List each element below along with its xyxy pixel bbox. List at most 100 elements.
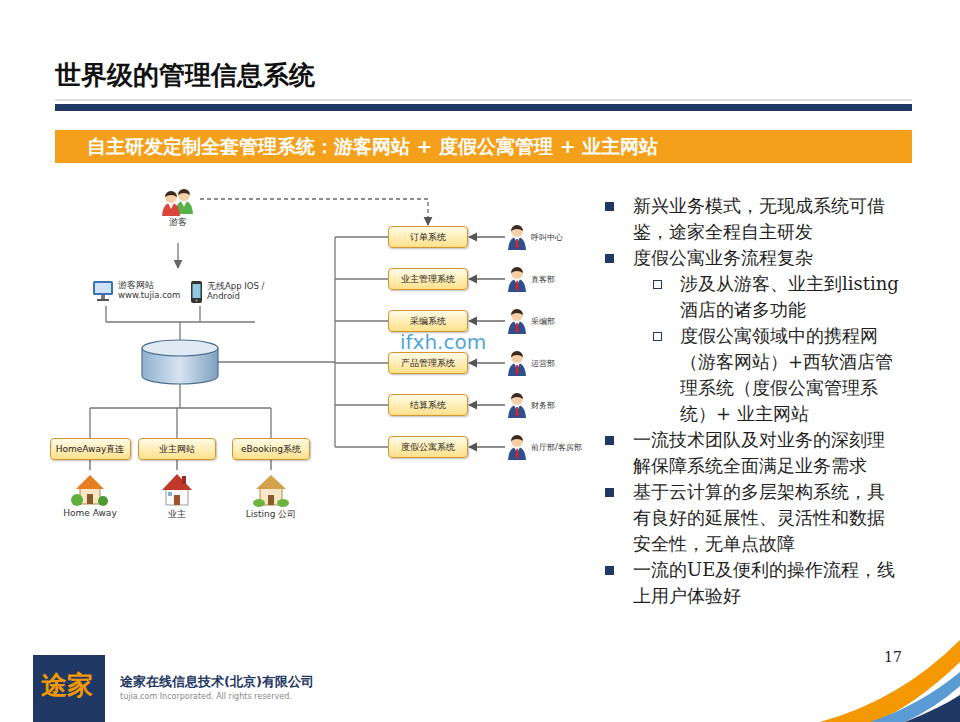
graphic-shape [511,267,523,273]
logo-block [33,655,105,722]
bullet-marker [605,202,614,211]
graphic-shape [508,447,526,460]
source-node: Home Away [63,470,116,518]
staff-icon [507,433,527,461]
graphic-shape [199,306,200,322]
graphic-shape [334,237,335,447]
graphic-shape [181,201,187,207]
swoosh [905,695,960,722]
system-box: 业主网站 [138,438,216,460]
graphic-shape [508,321,526,334]
system-box: 度假公寓系统 [388,436,468,458]
graphic-shape [142,340,218,356]
graphic-shape [511,225,523,231]
connector [469,278,505,279]
graphic-shape [87,494,93,504]
node-label: 采编部 [531,316,555,327]
page-number: 17 [884,650,902,665]
graphic-shape [174,495,180,505]
graphic-shape [516,365,519,375]
bullet-text: 一流的UE及便利的操作流程，线上用户体验好 [633,557,898,609]
node-label: eBooking系统 [241,443,301,456]
bullet-marker [605,436,614,445]
graphic-shape [508,267,526,292]
connector [89,460,90,470]
graphic-shape [511,225,523,237]
graphic-shape [256,475,286,489]
node-label: 业主 [168,508,186,521]
system-box: 业主管理系统 [388,268,468,290]
graphic-shape [168,203,174,209]
graphic-shape [162,474,192,505]
node-label: 呼叫中心 [531,232,563,243]
node-label: 业主网站 [159,443,195,456]
bullet-item: 度假公寓领域中的携程网（游客网站）+西软酒店管理系统（度假公寓管理系统）+ 业主… [605,323,902,427]
graphic-shape [516,281,519,291]
swoosh [820,640,960,722]
graphic-shape [166,488,188,505]
graphic-shape [218,361,335,362]
node-label: 产品管理系统 [401,357,455,370]
node-label: 前厅部/客房部 [531,442,582,453]
graphic-shape [162,191,180,216]
graphic-shape [335,236,388,237]
graphic-shape [335,278,388,279]
graphic-shape [508,225,526,250]
connector [469,404,505,405]
visitor-node: 游客 [158,186,198,229]
node-label: Home Away [63,508,116,518]
graphic-shape [71,475,108,506]
graphic-shape [98,496,108,506]
graphic-shape [516,239,519,249]
node-label: 结算系统 [410,399,446,412]
graphic-shape [76,475,104,489]
bullet-text: 基于云计算的多层架构系统，具有良好的延展性、灵活性和数据安全性，无单点故障 [633,479,898,557]
graphic-shape [335,446,388,447]
graphic-shape [335,404,388,405]
bullet-text: 度假公寓业务流程复杂 [633,245,898,271]
channel-node: 游客网站 www.tujia.com [92,280,182,302]
department-node: 前厅部/客房部 [507,433,582,461]
bullet-item: 新兴业务模式，无现成系统可借鉴，途家全程自主研发 [605,193,898,245]
system-box: eBooking系统 [232,438,310,460]
node-label: 自主研发定制全套管理系统：游客网站 + 度假公寓管理 + 业主网站 [87,134,658,160]
rule-line [55,100,912,101]
graphic-shape [165,191,177,203]
staff-icon [507,391,527,419]
staff-icon [507,349,527,377]
graphic-shape [253,475,289,507]
graphic-shape [511,309,523,315]
bullet-marker [605,566,614,575]
graphic-shape [105,306,106,322]
bullet-text: 一流技术团队及对业务的深刻理解保障系统全面满足业务需求 [633,427,898,479]
bullet-item: 基于云计算的多层架构系统，具有良好的延展性、灵活性和数据安全性，无单点故障 [605,479,898,557]
graphic-shape [508,435,526,460]
staff-icon [507,223,527,251]
graphic-shape [508,351,526,376]
department-node: 直客部 [507,265,555,293]
system-box: 采编系统 [388,310,468,332]
graphic-shape [516,407,519,417]
graphic-shape [508,309,526,334]
graphic-shape [182,476,186,484]
connector [200,199,428,225]
bullet-list: 新兴业务模式，无现成系统可借鉴，途家全程自主研发度假公寓业务流程复杂涉及从游客、… [605,193,905,609]
house-icon [157,470,197,508]
section-band: 自主研发定制全套管理系统：游客网站 + 度假公寓管理 + 业主网站 [55,130,912,163]
graphic-shape [511,393,523,399]
graphic-shape [511,435,523,447]
node-label: 游客 [169,216,187,229]
node-label: 订单系统 [410,231,446,244]
graphic-shape [511,435,523,441]
node-label: 运营部 [531,358,555,369]
graphic-shape [95,283,111,293]
source-node: Listing 公司 [246,470,297,521]
phone-icon [190,280,203,304]
system-box: 产品管理系统 [388,352,468,374]
graphic-shape [511,267,523,279]
node-label: 业主管理系统 [401,273,455,286]
source-node: 业主 [157,470,197,521]
graphic-shape [335,320,388,321]
node-label: 无线App IOS / Android [207,282,271,302]
graphic-shape [511,309,523,321]
